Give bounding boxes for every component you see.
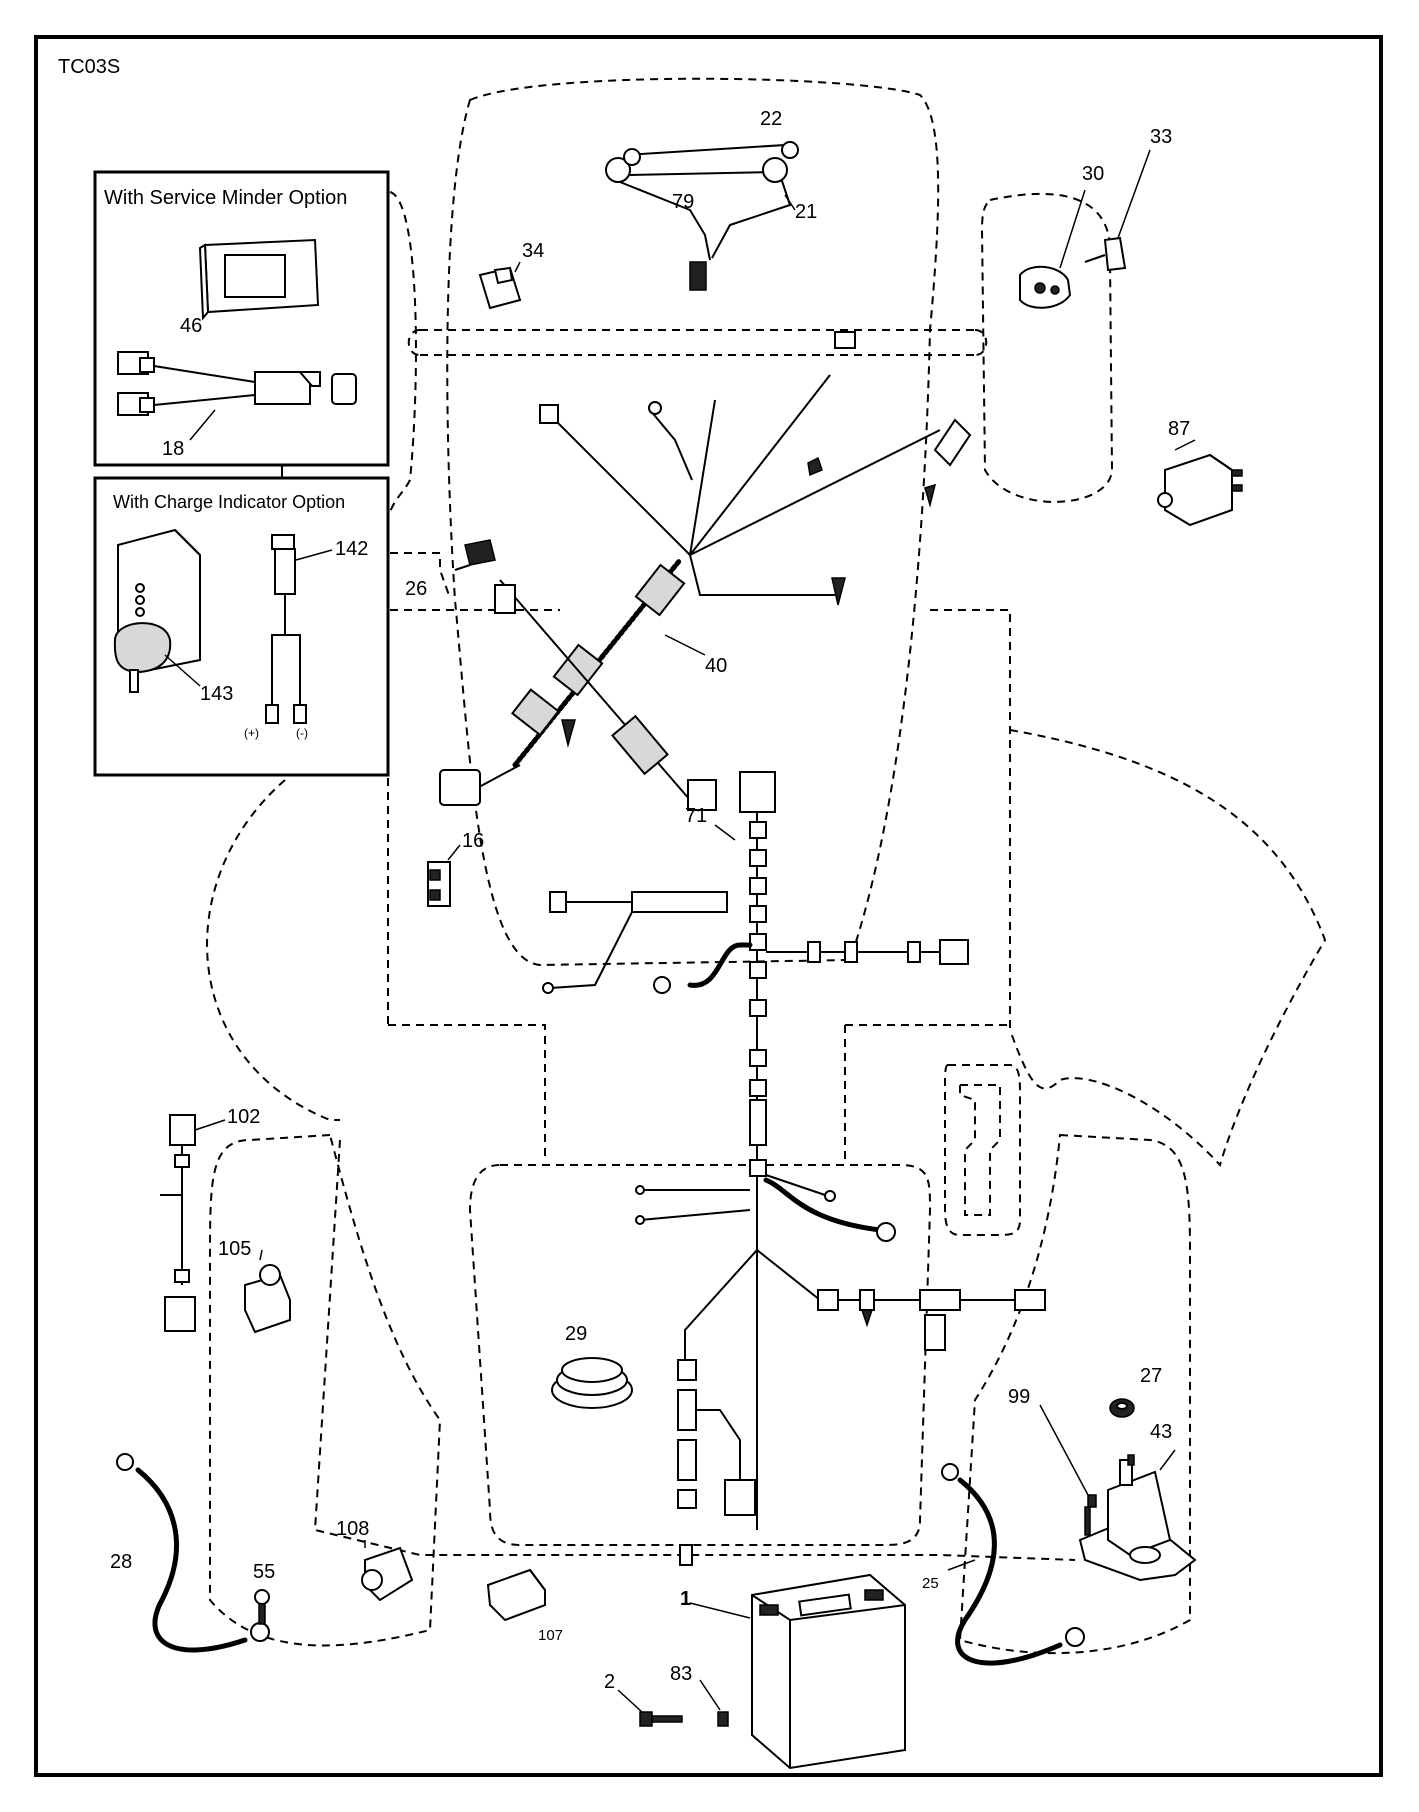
callout-34: 34 (522, 240, 544, 262)
cable-25[interactable] (941, 1463, 1085, 1666)
hour-meter-46[interactable] (198, 238, 320, 321)
diagram-frame (34, 35, 1383, 1777)
grommet-29[interactable] (551, 1357, 633, 1409)
callout-28: 28 (110, 1551, 132, 1573)
ignition-key-33[interactable] (1084, 236, 1127, 272)
negative-terminal-label: (-) (296, 726, 308, 740)
headlight-harness[interactable] (605, 141, 799, 291)
callout-43: 43 (1150, 1421, 1172, 1443)
right-bay-outline (980, 192, 1114, 503)
lower-harness-71[interactable] (542, 771, 1046, 1566)
body-mid-outline (387, 609, 1011, 1030)
battery-1[interactable] (751, 1573, 906, 1770)
nut-83[interactable] (717, 1711, 729, 1727)
callout-102: 102 (227, 1106, 260, 1128)
service-minder-option: With Service Minder Option 46 18 (93, 170, 390, 467)
relay-87[interactable] (1157, 453, 1243, 527)
callout-25: 25 (922, 1575, 939, 1592)
service-harness-18[interactable] (117, 351, 357, 416)
callout-46: 46 (180, 315, 202, 337)
seat-bracket-inner (959, 1084, 1001, 1216)
callout-142: 142 (335, 538, 368, 560)
callout-30: 30 (1082, 163, 1104, 185)
cable-28[interactable] (116, 1453, 270, 1653)
diagram-code: TC03S (58, 56, 120, 78)
solenoid-105[interactable] (244, 1264, 291, 1334)
left-fender-outline (206, 779, 340, 1121)
nut-27[interactable] (1109, 1398, 1135, 1418)
callout-107: 107 (538, 1627, 563, 1644)
callout-18: 18 (162, 438, 184, 460)
callout-27: 27 (1140, 1365, 1162, 1387)
lower-right-well (958, 1133, 1191, 1655)
connector-16[interactable] (427, 861, 451, 907)
module-108[interactable] (361, 1546, 414, 1602)
callout-87: 87 (1168, 418, 1190, 440)
harness-102[interactable] (160, 1114, 196, 1332)
ignition-switch-30[interactable] (1019, 265, 1072, 309)
callout-71: 71 (685, 805, 707, 827)
left-bay-outline (385, 191, 417, 561)
right-fender-outline (1009, 729, 1327, 1167)
module-107[interactable] (486, 1568, 546, 1622)
seat-bracket-outline (944, 1064, 1021, 1236)
fuse-26[interactable] (454, 539, 496, 571)
charge-indicator-option: With Charge Indicator Option 143 142 (+)… (93, 476, 390, 777)
starter-solenoid-43[interactable] (1078, 1454, 1197, 1582)
callout-29: 29 (565, 1323, 587, 1345)
deck-outline (388, 1024, 1010, 1160)
charge-harness-142[interactable] (265, 534, 307, 724)
callout-99: 99 (1008, 1386, 1030, 1408)
callout-33: 33 (1150, 126, 1172, 148)
callout-55: 55 (253, 1561, 275, 1583)
callout-79: 79 (672, 191, 694, 213)
tractor-outline (206, 77, 1327, 1655)
service-minder-box (93, 170, 390, 467)
callout-26: 26 (405, 578, 427, 600)
bolt-55[interactable] (254, 1589, 270, 1625)
callout-83: 83 (670, 1663, 692, 1685)
callout-1: 1 (680, 1588, 691, 1610)
callout-2: 2 (604, 1671, 615, 1693)
bolt-2[interactable] (639, 1711, 683, 1727)
callout-40: 40 (705, 655, 727, 677)
dash-panel-band (407, 329, 988, 356)
callout-16: 16 (462, 830, 484, 852)
bolt-99[interactable] (1084, 1494, 1097, 1536)
callout-108: 108 (336, 1518, 369, 1540)
switch-34[interactable] (478, 266, 522, 310)
main-harness-40[interactable] (439, 331, 972, 811)
callout-105: 105 (218, 1238, 251, 1260)
charge-indicator-title: With Charge Indicator Option (113, 492, 345, 512)
callout-143: 143 (200, 683, 233, 705)
charge-indicator-143[interactable] (113, 528, 201, 693)
positive-terminal-label: (+) (244, 726, 259, 740)
callout-21: 21 (795, 201, 817, 223)
fuse-guide (390, 552, 451, 599)
callout-22: 22 (760, 108, 782, 130)
hood-outline (446, 77, 940, 967)
center-deck-outline (468, 1164, 932, 1546)
service-minder-title: With Service Minder Option (104, 187, 347, 209)
lower-left-well (209, 1133, 442, 1647)
